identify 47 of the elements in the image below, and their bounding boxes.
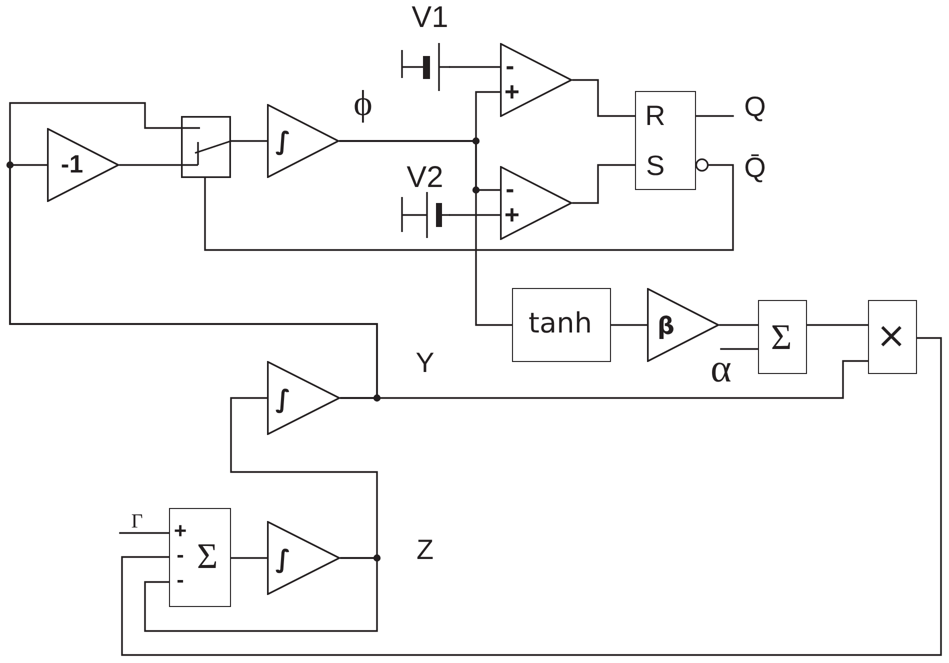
signal-label: α xyxy=(710,344,732,392)
wire xyxy=(144,557,378,632)
pin-label: S xyxy=(646,150,665,182)
minus-sign: - xyxy=(176,567,184,594)
wire xyxy=(230,557,268,559)
wire xyxy=(719,324,759,326)
multiplication-sign: × xyxy=(876,316,906,357)
wire xyxy=(806,324,869,326)
wire xyxy=(121,337,942,656)
summation-sign: Σ xyxy=(196,535,218,578)
signal-label: ϕ xyxy=(354,82,372,124)
wire xyxy=(572,79,636,117)
gain-label: -1 xyxy=(60,150,84,180)
summer-block xyxy=(169,508,231,607)
summer-block xyxy=(758,300,807,374)
function-label: tanh xyxy=(528,306,592,340)
integral-sign: ∫ xyxy=(275,384,291,414)
wire xyxy=(572,164,636,204)
minus-sign: - xyxy=(176,542,184,568)
wire xyxy=(204,158,734,251)
integral-sign: ∫ xyxy=(275,544,291,574)
plus-sign: + xyxy=(174,518,187,544)
signal-label: Y xyxy=(416,347,434,379)
wire xyxy=(339,140,513,326)
wire xyxy=(9,102,378,399)
summation-sign: Σ xyxy=(770,316,792,358)
gain-label: β xyxy=(657,312,675,340)
signal-label: Q xyxy=(744,91,766,123)
voltage-label: V1 xyxy=(412,1,448,35)
wire xyxy=(119,532,170,534)
integral-sign: ∫ xyxy=(275,126,291,156)
wire xyxy=(119,164,182,166)
function-block xyxy=(512,288,611,362)
signal-label: Q̄ xyxy=(744,152,766,184)
signal-label: Γ xyxy=(131,510,143,534)
voltage-label: V2 xyxy=(406,161,444,195)
signal-label: Z xyxy=(416,534,434,566)
pin-label: R xyxy=(645,100,666,132)
wire xyxy=(230,140,268,142)
wire xyxy=(449,66,501,68)
wire xyxy=(720,348,759,350)
switch-symbol xyxy=(181,116,231,178)
flip-flop-block xyxy=(635,91,696,190)
wire xyxy=(610,324,648,326)
wire xyxy=(449,214,501,216)
multiplier-block xyxy=(868,300,917,374)
wire xyxy=(695,115,734,117)
